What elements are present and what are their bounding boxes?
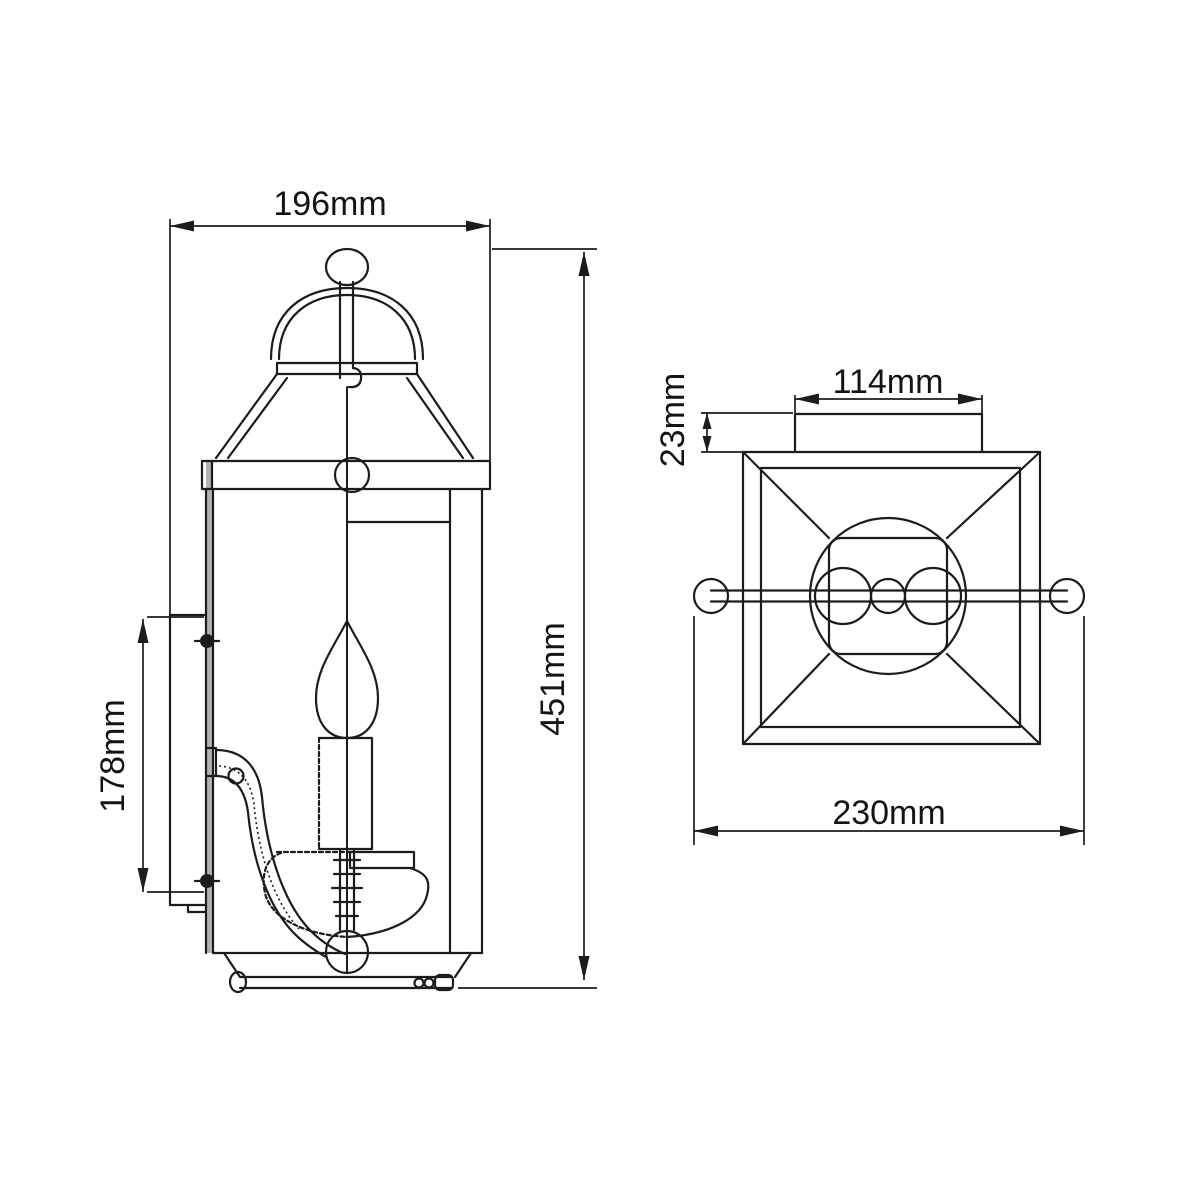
dimension-width: 196mm xyxy=(169,185,491,616)
arrowhead-left xyxy=(170,220,194,232)
dim-label-plate-depth: 23mm xyxy=(654,373,692,467)
bar-left-knob xyxy=(692,577,730,615)
dimension-backplate: 178mm xyxy=(94,616,204,893)
mounting-plate-plan xyxy=(793,412,984,454)
dome-circle xyxy=(808,516,968,676)
arrowhead-top xyxy=(702,413,712,429)
top-view: 114mm 23mm 230mm xyxy=(654,363,1086,845)
center-finial-circle xyxy=(869,577,907,615)
lantern-top-drawing xyxy=(692,412,1086,746)
extension-lines xyxy=(701,412,793,453)
arrowhead-bottom xyxy=(702,436,712,452)
side-view: 196mm 451mm 178mm xyxy=(94,185,597,994)
arrowhead-top xyxy=(137,619,149,643)
extension-lines xyxy=(794,395,983,414)
band-knob xyxy=(333,456,371,494)
dim-label-plate-width: 114mm xyxy=(833,363,944,401)
roof-right-inner xyxy=(405,376,465,460)
dimension-height: 451mm xyxy=(458,248,597,989)
base-bar-left-cap xyxy=(228,970,248,994)
candle-holder-stack xyxy=(330,847,364,932)
pot-left-wall xyxy=(262,851,349,939)
base-bar-detail-1 xyxy=(413,977,425,989)
base-bar-right-cap xyxy=(433,973,455,992)
wall-plate xyxy=(168,613,208,914)
back-frame-shading xyxy=(206,462,213,953)
finial-ball xyxy=(324,247,370,287)
pot-rim-band xyxy=(348,850,416,870)
arrowhead-right xyxy=(958,393,982,405)
base-bar-detail-2 xyxy=(423,977,435,989)
dim-label-overall-width: 230mm xyxy=(832,794,945,832)
dim-label-backplate: 178mm xyxy=(94,699,132,812)
dome-base-square xyxy=(827,536,949,656)
roof-left-inner xyxy=(226,376,289,460)
dim-label-height: 451mm xyxy=(534,622,572,735)
extension-lines xyxy=(693,616,1085,845)
arrowhead-top xyxy=(578,252,590,276)
roof-right-outer xyxy=(415,372,475,460)
arrowhead-left xyxy=(694,825,718,837)
inner-square xyxy=(759,466,1022,729)
candle-sleeve xyxy=(317,736,374,851)
dim-label-width: 196mm xyxy=(273,185,386,223)
right-boss-circle xyxy=(903,566,963,626)
outer-square xyxy=(741,450,1042,746)
dimension-plate-depth: 23mm xyxy=(654,373,793,467)
bottom-finial-ball xyxy=(324,929,370,975)
arrowhead-bottom xyxy=(137,868,149,892)
stem-hook xyxy=(347,366,363,389)
arm-inner-curve xyxy=(214,774,328,959)
top-band xyxy=(200,459,492,491)
dome-flange xyxy=(275,361,419,376)
dimension-plate-width: 114mm xyxy=(794,363,983,414)
left-boss-circle xyxy=(813,566,873,626)
dimension-overall-width: 230mm xyxy=(693,616,1085,845)
arrowhead-left xyxy=(795,393,819,405)
arrowhead-right xyxy=(466,220,490,232)
roof-left-outer xyxy=(214,372,279,460)
arm-outer-curve xyxy=(214,748,347,956)
arm-stipple-shading xyxy=(218,765,300,930)
arrowhead-right xyxy=(1060,825,1084,837)
arrowhead-bottom xyxy=(578,956,590,980)
through-bar xyxy=(709,589,1069,603)
dome-inner-line xyxy=(277,293,417,361)
arm-rivet xyxy=(227,767,245,785)
lantern-side-drawing xyxy=(168,247,492,994)
arm-mount-block xyxy=(204,746,218,778)
bar-right-knob xyxy=(1048,577,1086,615)
roof-hip-diagonals xyxy=(741,450,1042,746)
dome-outline xyxy=(269,286,425,361)
pot-right-wall xyxy=(345,866,430,939)
